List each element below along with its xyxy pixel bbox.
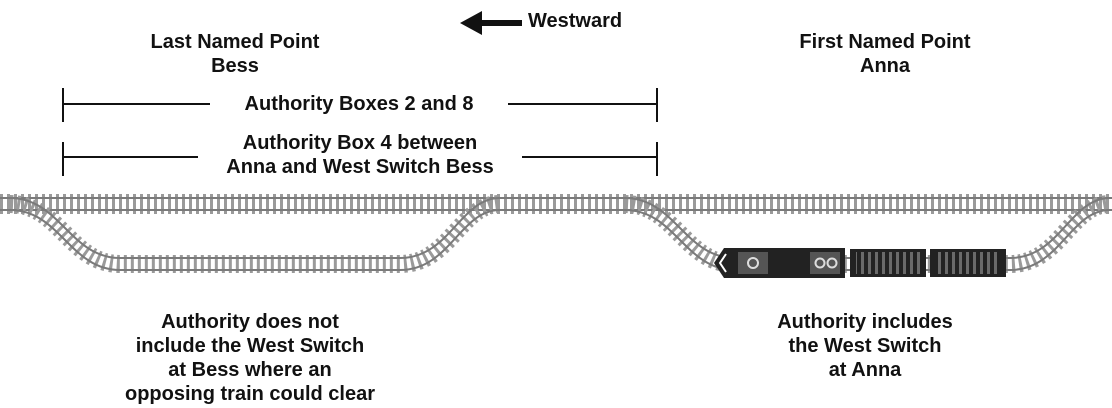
train-car-1 (850, 249, 926, 277)
bess-note-line4: opposing train could clear (124, 383, 376, 405)
bess-note-line3: at Bess where an (168, 359, 332, 381)
first-point-name: Anna (860, 55, 910, 77)
left-arrow-icon (460, 11, 522, 35)
last-point-title: Last Named Point (150, 31, 320, 53)
bess-note-line2: include the West Switch (135, 335, 365, 357)
direction-label: Westward (528, 10, 623, 32)
authority-boxes-2-8-label: Authority Boxes 2 and 8 (210, 92, 508, 116)
main-track (0, 194, 1112, 214)
train-car-2 (930, 249, 1006, 277)
anna-note-line3: at Anna (828, 359, 902, 381)
first-point-title: First Named Point (799, 31, 971, 53)
bess-siding-track (9, 195, 501, 273)
westward-indicator: Westward (460, 8, 650, 38)
anna-note-line1: Authority includes (777, 311, 953, 333)
last-point-name: Bess (211, 55, 259, 77)
first-named-point: First Named Point Anna (760, 30, 1010, 78)
bess-switch-note: Authority does not include the West Swit… (100, 310, 400, 406)
authority-box-4-line2: Anna and West Switch Bess (226, 156, 494, 178)
bess-note-line1: Authority does not (161, 311, 339, 333)
train (714, 248, 1006, 278)
anna-switch-note: Authority includes the West Switch at An… (740, 310, 990, 382)
last-named-point: Last Named Point Bess (110, 30, 360, 78)
authority-box-4-label: Authority Box 4 between Anna and West Sw… (198, 131, 522, 179)
locomotive (714, 248, 845, 278)
authority-box-4-line1: Authority Box 4 between (242, 132, 478, 154)
anna-note-line2: the West Switch (788, 335, 942, 357)
